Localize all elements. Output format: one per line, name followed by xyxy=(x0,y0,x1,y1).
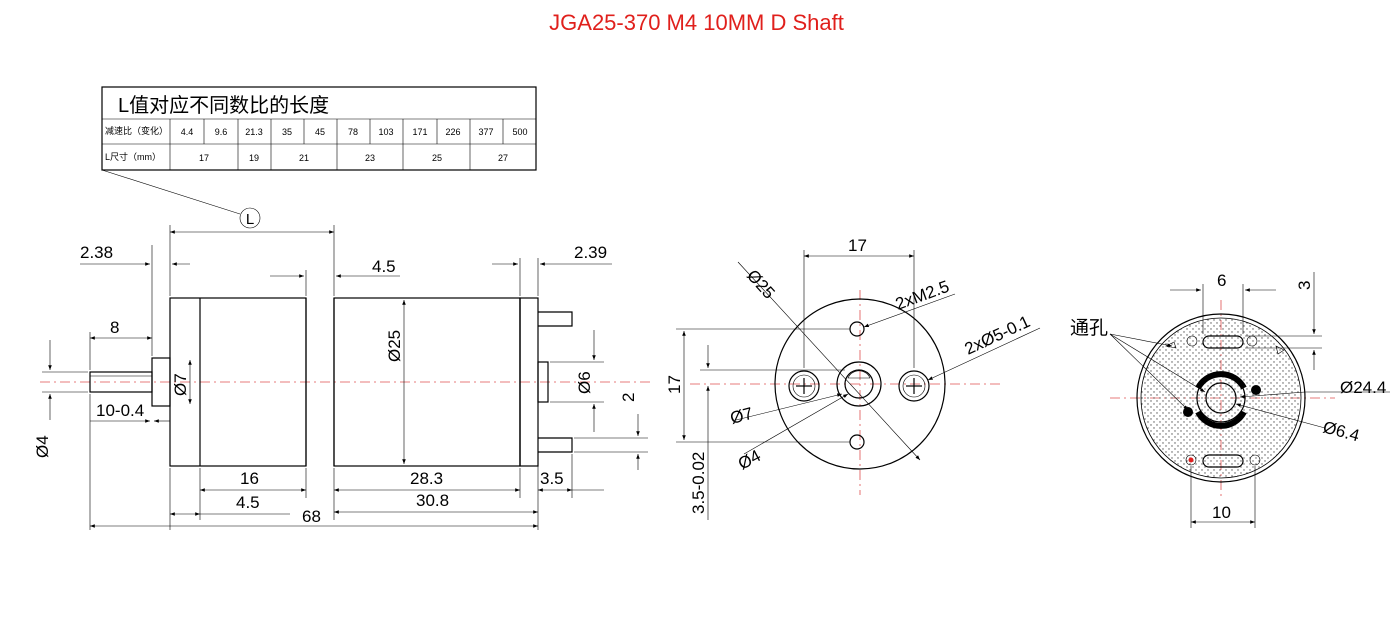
drawing-title: JGA25-370 M4 10MM D Shaft xyxy=(549,10,844,35)
dim-68: 68 xyxy=(302,507,321,526)
ratio-cell: 103 xyxy=(378,127,393,137)
ratio-cell: 35 xyxy=(282,127,292,137)
shaft-circle xyxy=(844,369,874,399)
dim-2: 2 xyxy=(619,393,638,402)
dim-17-side: 17 xyxy=(665,375,684,394)
screw-right xyxy=(898,370,930,402)
ratio-cell: 21.3 xyxy=(245,127,263,137)
table-heading: L值对应不同数比的长度 xyxy=(118,94,329,117)
dim-4-5-top: 4.5 xyxy=(372,257,396,276)
dim-phi7-front: Ø7 xyxy=(728,404,755,428)
dim-17-top: 17 xyxy=(848,236,867,255)
front-view: 17 Ø25 2xM2.5 2xØ5-0.1 17 3.5-0.02 Ø7 Ø4 xyxy=(665,236,1041,520)
terminal-slot-top xyxy=(1202,335,1244,349)
dim-6: 6 xyxy=(1217,271,1226,290)
through-hole-label: 通孔 xyxy=(1070,317,1108,339)
ratio-cell: 4.4 xyxy=(181,127,194,137)
dim-2xphi5: 2xØ5-0.1 xyxy=(962,312,1033,359)
rear-bearing xyxy=(537,361,549,403)
length-cell: 19 xyxy=(249,153,259,163)
ratio-cell: 171 xyxy=(412,127,427,137)
mount-hole-top xyxy=(849,321,865,337)
ratio-length-table: L值对应不同数比的长度 减速比（变化） L尺寸（mm） 4.4 9.6 21.3… xyxy=(101,86,537,229)
dim-16: 16 xyxy=(240,469,259,488)
l-callout-bubble xyxy=(239,207,261,229)
ratio-cell: 226 xyxy=(445,127,460,137)
dim-2-39: 2.39 xyxy=(574,243,607,262)
rear-bearing-inner xyxy=(1205,382,1237,414)
dim-phi6-4: Ø6.4 xyxy=(1321,418,1362,446)
length-cell: 25 xyxy=(432,153,442,163)
terminal-top xyxy=(538,311,573,327)
length-cell: 17 xyxy=(199,153,209,163)
dim-28-3: 28.3 xyxy=(410,469,443,488)
terminal-slot-bottom xyxy=(1202,454,1244,468)
ratio-cell: 500 xyxy=(512,127,527,137)
motor-rear-face xyxy=(1136,313,1306,483)
dim-2xm2-5: 2xM2.5 xyxy=(893,277,952,314)
dim-8: 8 xyxy=(110,318,119,337)
dim-phi4: Ø4 xyxy=(33,435,52,458)
dim-phi7-side: Ø7 xyxy=(171,373,190,396)
length-row-label: L尺寸（mm） xyxy=(105,151,161,162)
dim-10: 10 xyxy=(1212,503,1231,522)
length-values: 17 19 21 23 25 27 xyxy=(199,153,508,163)
dim-phi24-4: Ø24.4 xyxy=(1340,378,1386,397)
dim-phi4-front: Ø4 xyxy=(735,446,764,473)
ratio-cell: 45 xyxy=(315,127,325,137)
length-cell: 21 xyxy=(299,153,309,163)
dim-3-5-front: 3.5-0.02 xyxy=(689,452,708,514)
ratio-cell: 9.6 xyxy=(215,127,228,137)
ratio-row-label: 减速比（变化） xyxy=(105,125,168,136)
bushing-circle xyxy=(836,361,882,407)
dim-phi6: Ø6 xyxy=(575,371,594,394)
dim-3-5-side: 3.5 xyxy=(540,469,564,488)
length-cell: 27 xyxy=(498,153,508,163)
ratio-cell: 78 xyxy=(348,127,358,137)
rear-view: 6 3 通孔 Ø24.4 Ø6.4 10 xyxy=(1070,271,1390,528)
length-cell: 23 xyxy=(365,153,375,163)
dim-2-38: 2.38 xyxy=(80,243,113,262)
dim-3: 3 xyxy=(1295,281,1314,290)
dim-30-8: 30.8 xyxy=(416,491,449,510)
dim-10-04: 10-0.4 xyxy=(96,401,144,420)
dim-phi25-side: Ø25 xyxy=(385,330,404,362)
dim-phi25-front: Ø25 xyxy=(743,266,779,303)
l-callout-text: L xyxy=(246,211,254,228)
mount-hole-bottom xyxy=(849,434,865,450)
gearbox-face xyxy=(774,298,946,470)
ratio-values: 4.4 9.6 21.3 35 45 78 103 171 226 377 50… xyxy=(181,127,528,137)
side-view: 2.38 4.5 2.39 8 10-0.4 Ø4 Ø7 Ø25 xyxy=(33,225,650,530)
dim-4-5-bottom: 4.5 xyxy=(236,493,260,512)
ratio-cell: 377 xyxy=(478,127,493,137)
terminal-bottom xyxy=(538,437,573,453)
screw-left xyxy=(788,370,820,402)
